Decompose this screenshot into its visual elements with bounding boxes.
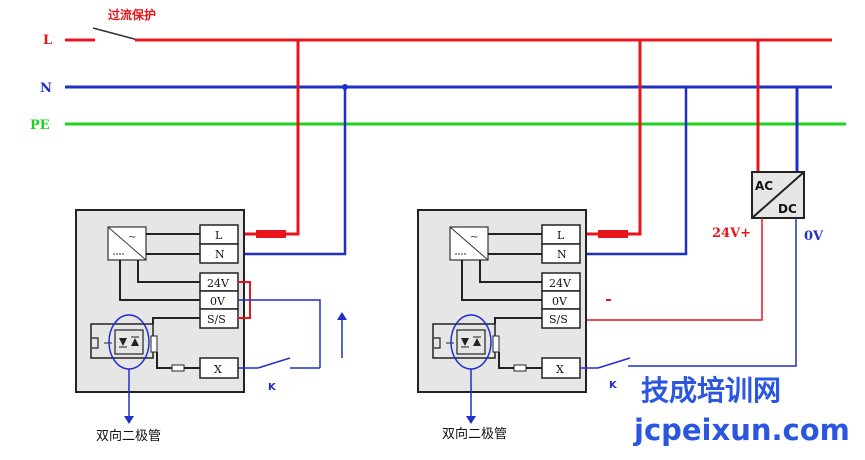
terminal-24V: 24V [549, 277, 572, 290]
drop-wires [238, 40, 799, 256]
psu-dc-label: DC [778, 202, 797, 216]
tilde-icon: ~ [470, 232, 478, 243]
terminal-X: X [556, 363, 564, 376]
overcurrent-label: 过流保护 [108, 7, 156, 22]
terminal-0V: 0V [552, 295, 568, 308]
left-0v-wire [238, 299, 321, 368]
line-L-label: L [43, 33, 52, 48]
left-diode-label: 双向二极管 [96, 428, 161, 444]
left-switch [257, 357, 291, 369]
overcurrent-breaker [92, 27, 139, 41]
module-left: ~ L N 24V 0V S/S X [75, 209, 245, 424]
tilde-icon: ~ [128, 232, 136, 243]
line-PE-label: PE [30, 118, 50, 133]
psu-zero-label: 0V [804, 229, 824, 244]
terminal-24V: 24V [207, 277, 230, 290]
left-k-label: K [268, 382, 277, 393]
right-k-label: K [609, 380, 618, 391]
psu-plus-wire [580, 218, 763, 321]
right-diode-label: 双向二极管 [442, 426, 507, 442]
power-supply: AC DC [751, 171, 805, 219]
psu-plus-label: 24V+ [712, 226, 751, 241]
terminal-SS: S/S [549, 313, 568, 326]
terminal-N: N [557, 248, 567, 261]
psu-ac-label: AC [755, 179, 773, 193]
terminal-N: N [215, 248, 225, 261]
watermark-en: jcpeixun.com [633, 413, 850, 447]
bus-lines [65, 27, 846, 126]
psu-zero-wire [628, 218, 797, 367]
line-N-label: N [40, 81, 52, 96]
module-right: ~ L N 24V 0V S/S X [417, 209, 587, 424]
terminal-0V: 0V [210, 295, 226, 308]
terminal-X: X [214, 363, 222, 376]
right-switch [597, 357, 631, 369]
terminal-L: L [215, 229, 223, 242]
watermark-cn: 技成培训网 [641, 374, 781, 407]
terminal-SS: S/S [207, 313, 226, 326]
terminal-L: L [557, 229, 565, 242]
